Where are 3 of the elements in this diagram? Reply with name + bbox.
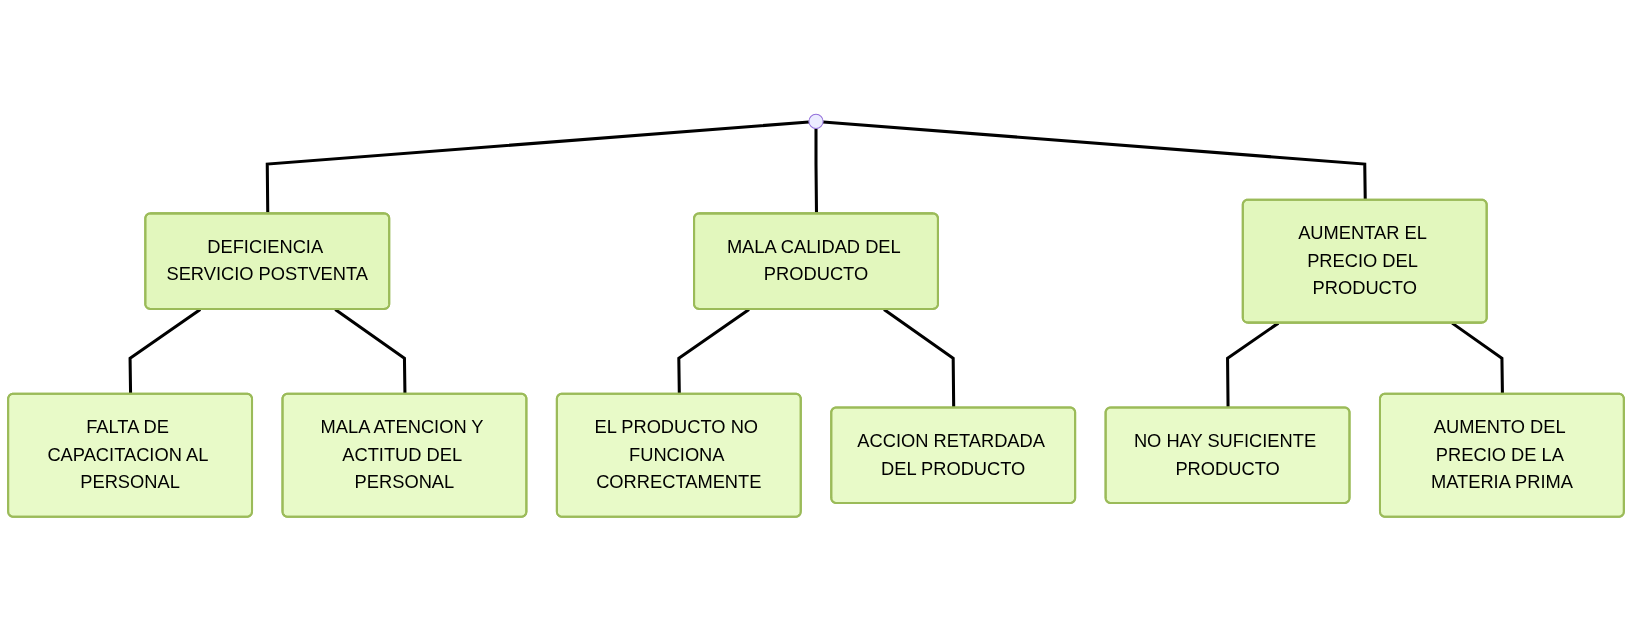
connector — [883, 308, 956, 408]
connector — [814, 128, 819, 214]
connector — [265, 120, 810, 214]
